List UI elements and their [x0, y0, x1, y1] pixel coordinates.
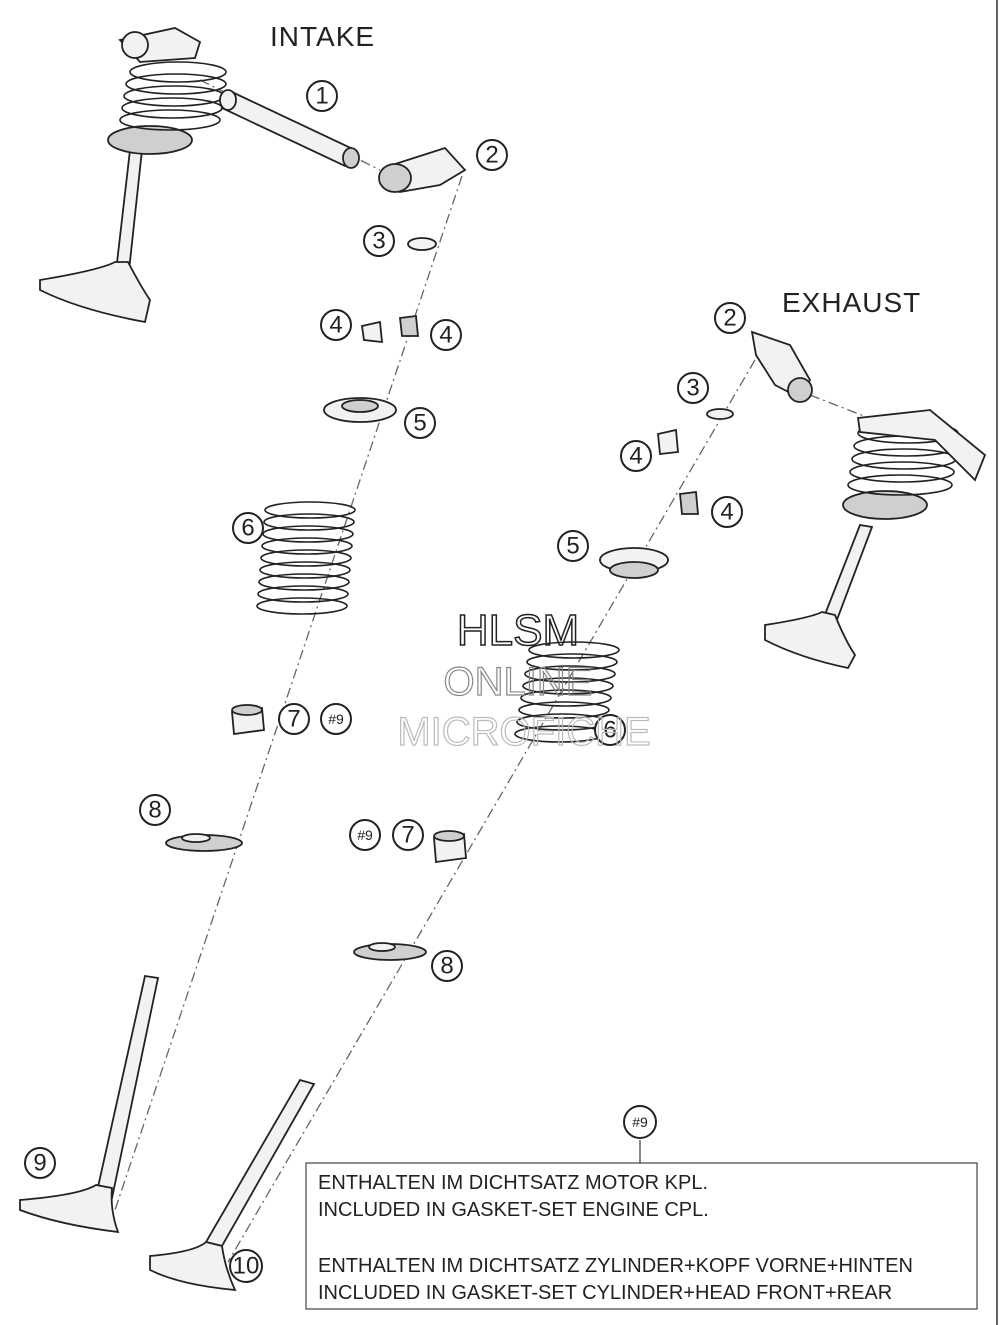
exhaust-spring-seat	[353, 942, 427, 961]
watermark: HLSM ONLINE MICROFICHE	[397, 605, 652, 754]
exhaust-valve-keeper-upper	[657, 428, 679, 455]
svg-text:8: 8	[440, 953, 453, 980]
exhaust-heading: EXHAUST	[782, 287, 921, 318]
intake-rocker-arm	[378, 146, 467, 194]
svg-text:7: 7	[287, 706, 300, 733]
callout-6-intake: 6	[232, 512, 264, 544]
svg-text:4: 4	[329, 312, 342, 339]
callout-10: 10	[229, 1249, 263, 1283]
watermark-line-3: MICROFICHE	[397, 710, 650, 754]
callout-9: 9	[24, 1147, 56, 1179]
callout-8-exhaust: 8	[431, 950, 463, 982]
callout-2-intake: 2	[476, 139, 508, 171]
svg-text:3: 3	[372, 228, 385, 255]
callout-8-intake: 8	[139, 794, 171, 826]
exhaust-valve	[149, 1078, 316, 1292]
callout-7-exhaust: 7	[392, 819, 424, 851]
note-box	[305, 1162, 978, 1310]
intake-assembled-rocker-eye	[121, 31, 149, 59]
intake-assembled-valve	[39, 27, 227, 324]
svg-text:7: 7	[401, 822, 414, 849]
callout-2-exhaust: 2	[714, 302, 746, 334]
intake-valve-keeper-right	[399, 314, 419, 337]
watermark-line-2: ONLINE	[444, 660, 593, 704]
callout-3-exhaust: 3	[677, 372, 709, 404]
note-line-2: INCLUDED IN GASKET-SET ENGINE CPL.	[318, 1199, 709, 1221]
callout-5-exhaust: 5	[557, 530, 589, 562]
exhaust-valve-shim	[706, 408, 734, 420]
svg-text:4: 4	[720, 499, 733, 526]
note-ref-callout: #9	[623, 1105, 657, 1139]
svg-text:6: 6	[241, 515, 254, 542]
callout-ref9-intake: #9	[320, 703, 352, 735]
intake-spring-retainer	[323, 397, 397, 423]
callout-4-exhaust-upper: 4	[620, 440, 652, 472]
callout-4-intake-left: 4	[320, 309, 352, 341]
exhaust-assembled-valve	[764, 409, 987, 670]
svg-text:#9: #9	[328, 711, 344, 727]
svg-text:1: 1	[315, 83, 328, 110]
intake-heading: INTAKE	[270, 21, 375, 52]
intake-spring-seat	[165, 833, 243, 852]
svg-text:2: 2	[485, 142, 498, 169]
svg-text:#9: #9	[357, 827, 373, 843]
exhaust-rocker-arm	[750, 330, 813, 403]
svg-text:8: 8	[148, 797, 161, 824]
exhaust-valve-keeper-lower	[679, 490, 699, 515]
exhaust-valve-stem-seal	[433, 830, 467, 864]
svg-text:4: 4	[629, 443, 642, 470]
note-line-4: INCLUDED IN GASKET-SET CYLINDER+HEAD FRO…	[318, 1282, 892, 1304]
intake-assembled-head	[39, 261, 151, 324]
rocker-shaft	[219, 89, 360, 169]
exhaust-spring-retainer	[599, 547, 669, 579]
intake-assembled-spring	[119, 61, 227, 131]
intake-assembled-retainer	[107, 125, 193, 155]
intake-valve-shim	[407, 237, 437, 251]
note-line-1: ENTHALTEN IM DICHTSATZ MOTOR KPL.	[318, 1172, 708, 1194]
intake-axis	[114, 175, 463, 1211]
intake-valve-keeper-left	[360, 320, 384, 344]
svg-text:5: 5	[413, 410, 426, 437]
callout-4-exhaust-lower: 4	[711, 496, 743, 528]
svg-text:#9: #9	[632, 1114, 648, 1130]
svg-text:9: 9	[33, 1150, 46, 1177]
intake-valve-stem-seal	[231, 704, 265, 736]
callout-5-intake: 5	[404, 407, 436, 439]
callout-6-exhaust: 6	[594, 714, 626, 746]
svg-text:4: 4	[439, 322, 452, 349]
svg-text:2: 2	[723, 305, 736, 332]
exhaust-axis	[227, 359, 756, 1263]
callout-1: 1	[306, 80, 338, 112]
callout-ref9-exhaust: #9	[349, 819, 381, 851]
watermark-line-1: HLSM	[457, 606, 579, 655]
svg-text:10: 10	[233, 1253, 260, 1280]
callout-3-intake: 3	[363, 225, 395, 257]
intake-valve	[19, 974, 160, 1234]
intake-valve-spring	[256, 501, 356, 615]
intake-assembled-stem	[113, 149, 144, 281]
note-line-3: ENTHALTEN IM DICHTSATZ ZYLINDER+KOPF VOR…	[318, 1255, 913, 1277]
callout-7-intake: 7	[278, 703, 310, 735]
svg-text:3: 3	[686, 375, 699, 402]
callout-4-intake-right: 4	[430, 319, 462, 351]
svg-text:6: 6	[603, 717, 616, 744]
svg-text:5: 5	[566, 533, 579, 560]
